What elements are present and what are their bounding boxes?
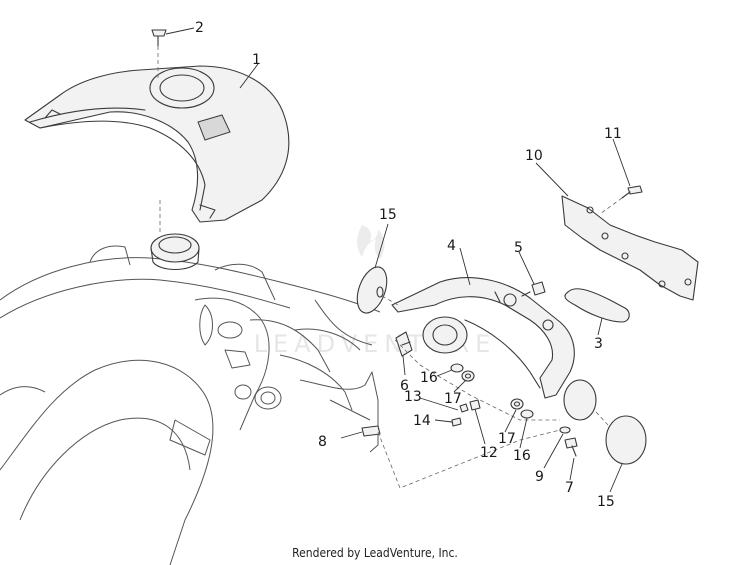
part-17-nut-left: [461, 370, 475, 382]
callout-11: 11: [604, 126, 622, 142]
callout-17-left: 17: [444, 391, 462, 407]
part-15-reflector-bottom: [563, 379, 647, 465]
callout-1: 1: [252, 52, 261, 68]
part-1-cover: [24, 65, 290, 223]
callout-15-top: 15: [379, 207, 397, 223]
callout-16-right: 16: [513, 448, 531, 464]
callout-8: 8: [318, 434, 327, 450]
part-17-nut-right: [510, 398, 524, 410]
part-2-screw: [151, 29, 167, 80]
fuel-cap: [150, 233, 200, 271]
part-4-bracket: [391, 277, 575, 399]
callout-12: 12: [480, 445, 498, 461]
part-3-strip: [564, 288, 630, 323]
callout-6: 6: [400, 378, 409, 394]
callout-14: 14: [413, 413, 431, 429]
part-10-plate: [561, 195, 699, 301]
callout-17-right: 17: [498, 431, 516, 447]
callout-7: 7: [565, 480, 574, 496]
callout-15-bottom: 15: [597, 494, 615, 510]
callout-13: 13: [404, 389, 422, 405]
part-15-reflector-top: [356, 266, 399, 314]
part-5-screw: [521, 281, 546, 297]
callout-16-left: 16: [420, 370, 438, 386]
part-13-pin: [459, 403, 469, 413]
footer-credit: Rendered by LeadVenture, Inc.: [292, 546, 458, 560]
part-6-clip: [395, 331, 413, 357]
callout-10: 10: [525, 148, 543, 164]
part-16-washer-right: [520, 409, 534, 419]
part-16-washer-left: [450, 363, 464, 373]
part-9-washer: [559, 426, 571, 434]
leader-lines: [165, 27, 631, 493]
part-12-pin: [469, 399, 481, 411]
part-14-pin: [451, 417, 462, 427]
part-8-nut: [361, 425, 381, 437]
callout-9: 9: [535, 469, 544, 485]
callout-3: 3: [594, 336, 603, 352]
callout-5: 5: [514, 240, 523, 256]
part-11-screw: [599, 185, 643, 215]
part-7-screw: [564, 437, 578, 457]
callout-4: 4: [447, 238, 456, 254]
frame-assembly: [0, 245, 381, 565]
callout-2: 2: [195, 20, 204, 36]
callouts: 1 2 3 4 5 6 7 8 9 10 11 12 13 14 15 15 1…: [195, 20, 622, 510]
